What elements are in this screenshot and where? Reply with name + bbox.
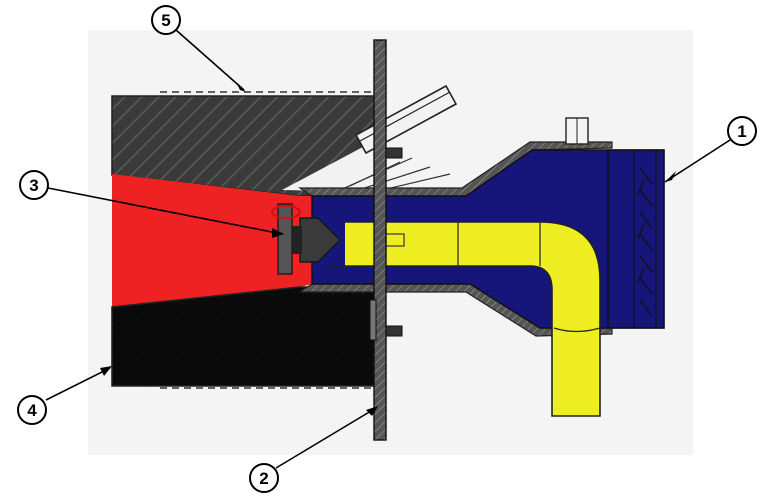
mounting-plate bbox=[369, 39, 403, 441]
callout-5-circle bbox=[151, 5, 181, 35]
callout-2-label: 2 bbox=[259, 469, 268, 488]
fuel-channel bbox=[329, 221, 601, 417]
callout-1-leader bbox=[664, 139, 731, 183]
callout-2-leader bbox=[275, 407, 377, 469]
inlet-flange bbox=[607, 149, 665, 329]
callout-5-leader bbox=[175, 29, 245, 91]
flame-zone bbox=[112, 174, 312, 307]
callout-2-arrowhead bbox=[366, 406, 378, 416]
callout-3-leader bbox=[47, 187, 283, 235]
callout-3-arrowhead bbox=[272, 228, 284, 238]
callout-3-label: 3 bbox=[29, 176, 38, 195]
callout-4-circle bbox=[17, 395, 47, 425]
igniter-cover bbox=[282, 140, 376, 192]
nozzle-assembly bbox=[271, 203, 345, 275]
callout-1-circle bbox=[727, 116, 757, 146]
callout-4-label: 4 bbox=[27, 401, 37, 420]
fuel-channel-seam bbox=[553, 327, 601, 333]
callout-5-label: 5 bbox=[161, 11, 170, 30]
callout-1-arrowhead bbox=[665, 171, 676, 182]
callout-1-label: 1 bbox=[737, 122, 746, 141]
callout-5-arrowhead bbox=[236, 82, 246, 92]
top-pipe-stub bbox=[565, 117, 589, 145]
callout-2-circle bbox=[249, 463, 279, 493]
swirl-vanes bbox=[637, 167, 653, 317]
callout-4-arrowhead bbox=[100, 366, 112, 376]
callout-3-circle bbox=[19, 170, 49, 200]
callout-4-leader bbox=[45, 367, 111, 401]
